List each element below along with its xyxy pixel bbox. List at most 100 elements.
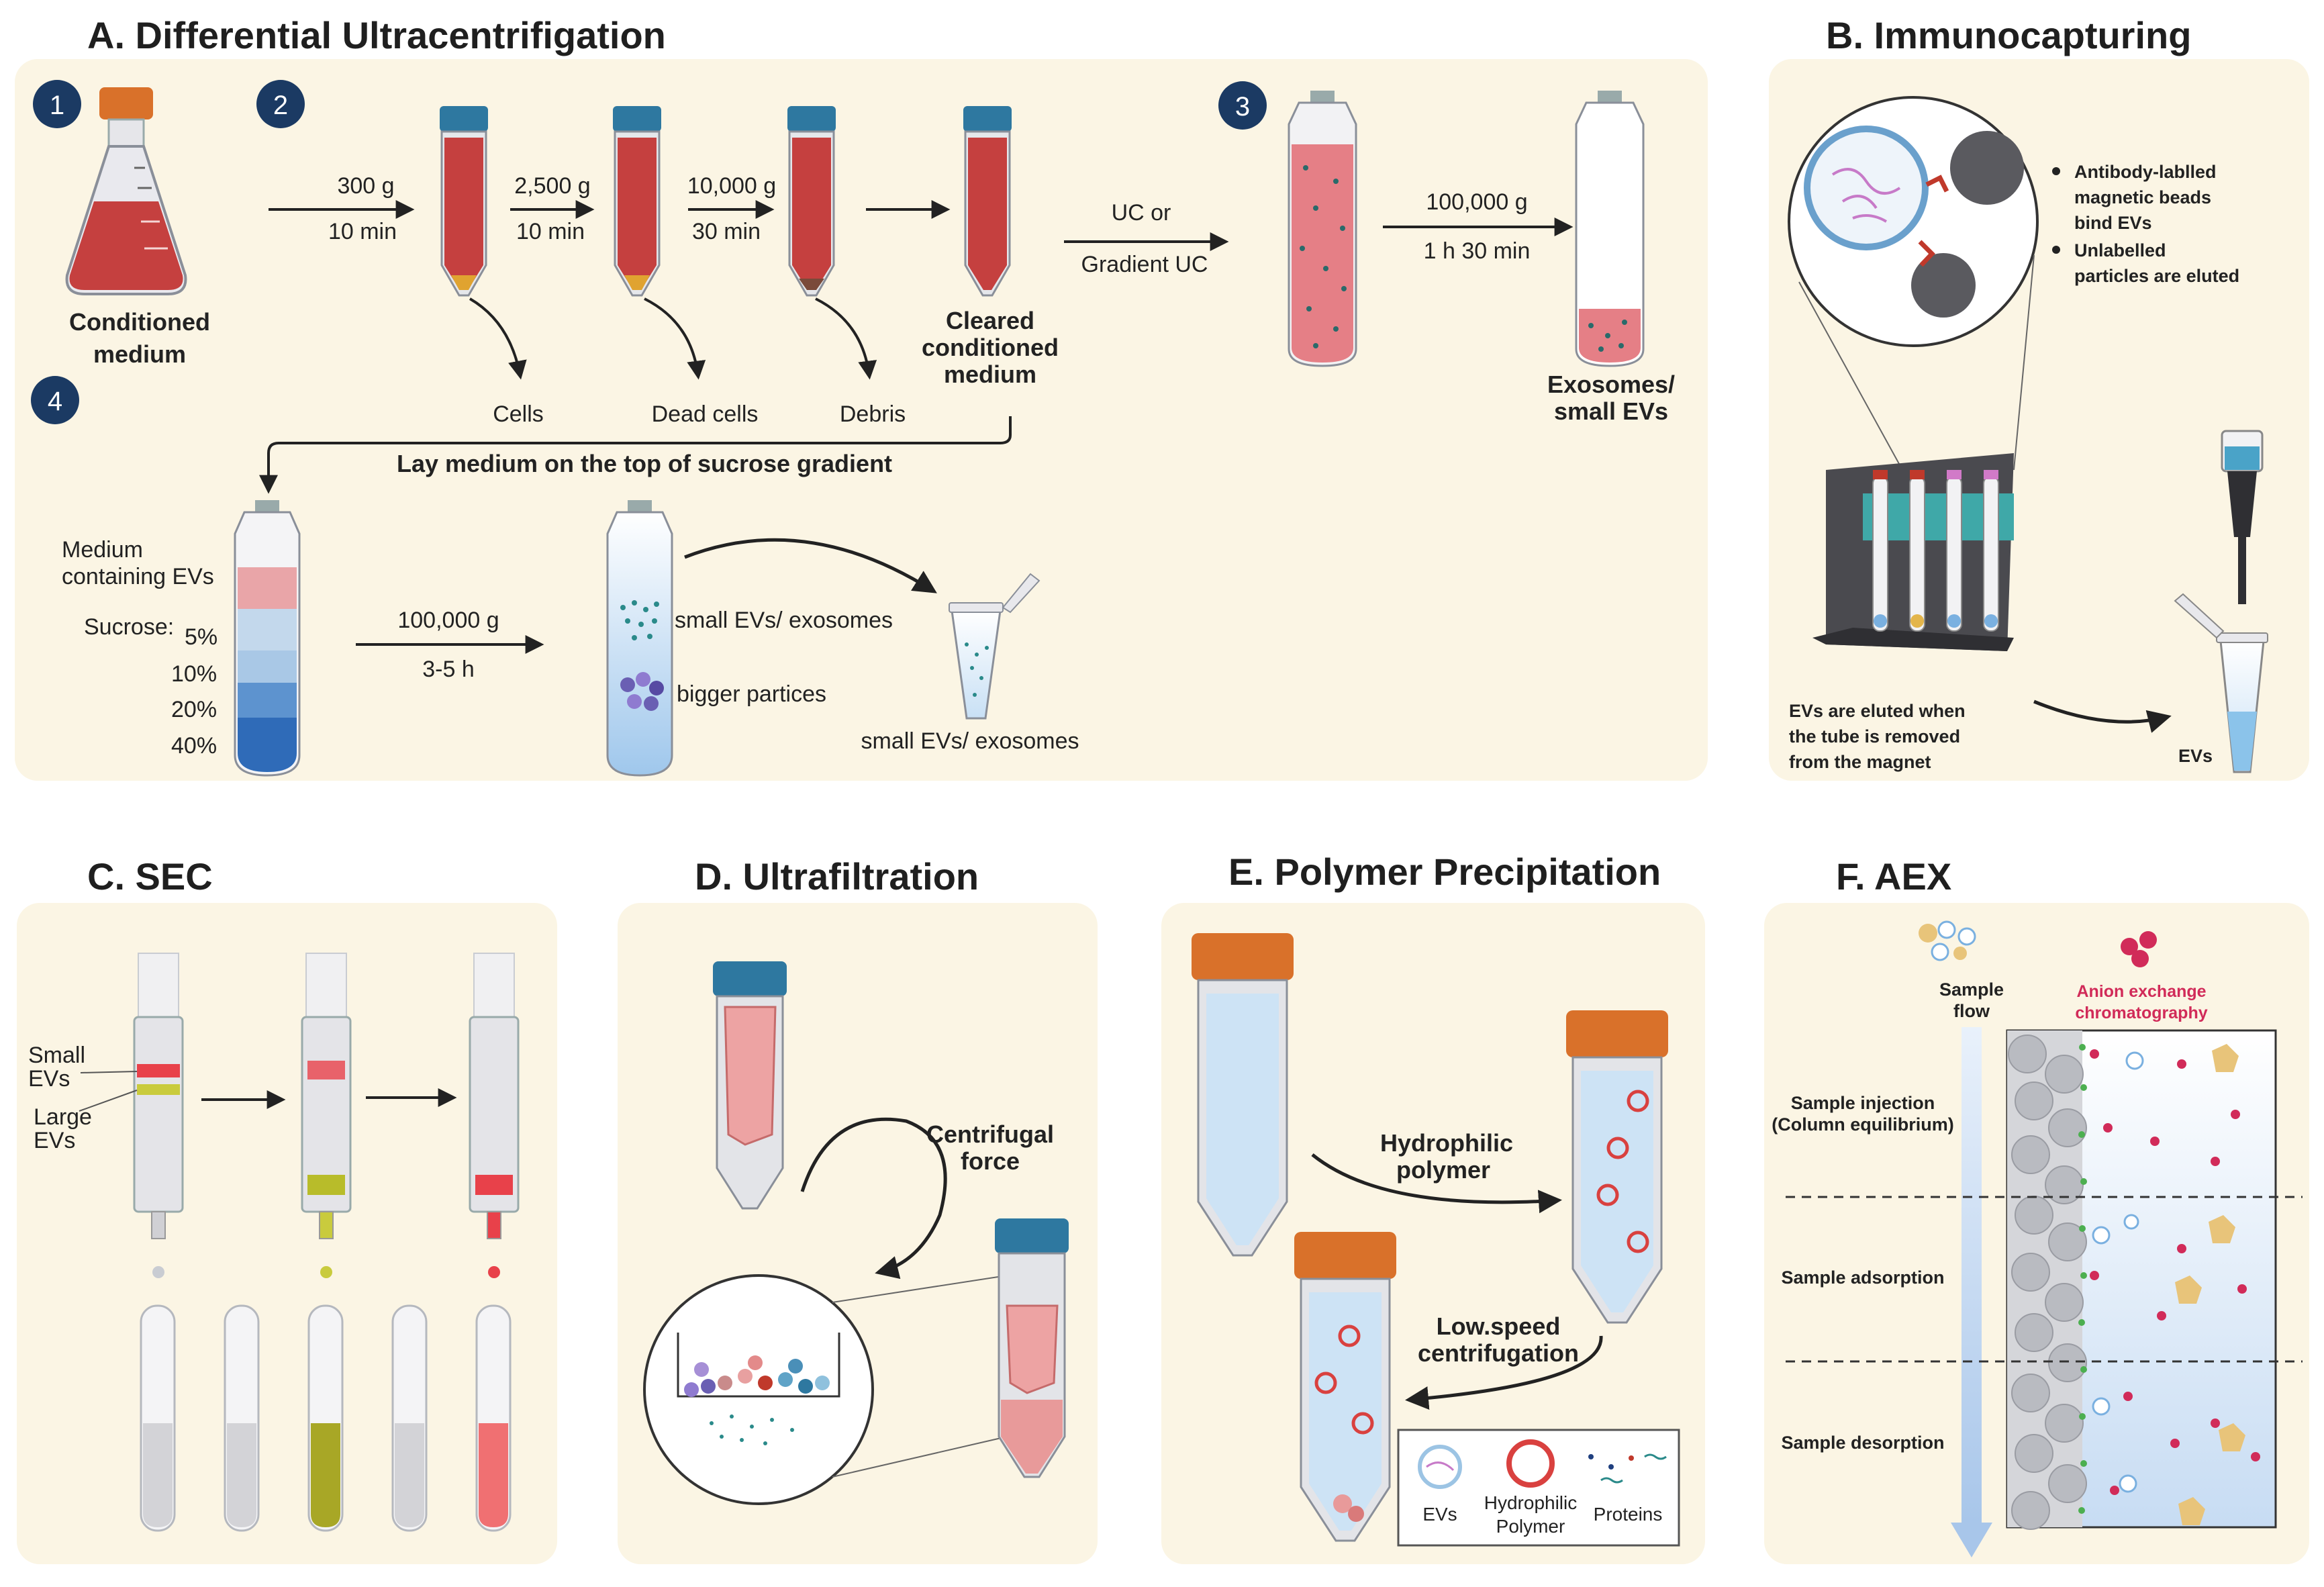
uc-option-1: UC or <box>1112 200 1171 226</box>
final-spin-g: 100,000 g <box>1426 189 1527 215</box>
centrifuge-tube-2 <box>613 106 661 297</box>
pellet-label-debris: Debris <box>840 401 906 427</box>
aex-resin-beads <box>2007 1030 2087 1530</box>
stage-injection-1: Sample injection <box>1791 1093 1935 1113</box>
small-evs-label-1: Small <box>28 1043 85 1068</box>
large-evs-label-1: Large <box>34 1104 92 1130</box>
sec-column-3 <box>469 953 520 1278</box>
sucrose-label: Sucrose: <box>84 614 174 640</box>
step-4-badge: 4 <box>31 376 79 424</box>
spin-3-time: 30 min <box>692 219 761 244</box>
force-label-2: force <box>961 1147 1020 1175</box>
centrifuge-tube-3 <box>787 106 836 297</box>
spin-1-g: 300 g <box>337 173 394 199</box>
step-2-number: 2 <box>273 91 288 120</box>
panel-e-title: E. Polymer Precipitation <box>1228 851 1661 893</box>
bullet-2-line-2: particles are eluted <box>2074 266 2239 286</box>
lowspeed-label-1: Low.speed <box>1437 1312 1561 1340</box>
filtration-zoom <box>643 1274 1008 1505</box>
aex-label-2: chromatography <box>2075 1004 2207 1022</box>
polymer-tube-3 <box>1294 1232 1396 1542</box>
step-4-number: 4 <box>48 387 62 416</box>
exosomes-label-2: small EVs <box>1554 397 1668 425</box>
cleared-medium-label-2: conditioned <box>922 334 1059 361</box>
legend-polymer-2: Polymer <box>1496 1516 1565 1537</box>
bullet-1-line-1: Antibody-lablled <box>2074 162 2217 182</box>
flow-arrow-head <box>1951 1523 1992 1557</box>
small-evs-pointer <box>80 1071 138 1073</box>
flow-arrow-shaft <box>1962 1027 1982 1524</box>
bullet-2 <box>2052 246 2060 254</box>
sample-flow-label-1: Sample <box>1939 979 2004 1000</box>
panel-a-background <box>15 59 1708 781</box>
aex-label-1: Anion exchange <box>2076 982 2206 1001</box>
stage-injection-2: (Column equilibrium) <box>1772 1114 1953 1135</box>
panel-c-title: C. SEC <box>87 855 213 898</box>
centrifuge-tube-1 <box>440 106 488 297</box>
lowspeed-label-2: centrifugation <box>1418 1339 1579 1367</box>
pellet-arrow-cells <box>469 297 527 380</box>
ultracentrifuge-tube-red <box>1288 91 1357 367</box>
medium-evs-label-2: containing EVs <box>62 564 214 589</box>
sucrose-10: 10% <box>171 661 217 687</box>
eluted-line-3: from the magnet <box>1789 752 1931 772</box>
hydrophilic-arrow <box>1311 1153 1562 1214</box>
step-3-number: 3 <box>1235 92 1250 122</box>
panel-a-title: A. Differential Ultracentrifigation <box>87 14 666 56</box>
polymer-tube-1 <box>1192 933 1294 1257</box>
immunocapture-zoom <box>1788 96 2039 484</box>
step-3-badge: 3 <box>1218 81 1267 130</box>
panel-d-title: D. Ultrafiltration <box>695 855 979 898</box>
legend-evs: EVs <box>1422 1504 1457 1525</box>
final-spin-time: 1 h 30 min <box>1424 238 1531 264</box>
sample-flow-icon <box>1919 920 1976 961</box>
spin-1-time: 10 min <box>328 219 397 244</box>
hydrophilic-label-2: polymer <box>1396 1156 1490 1184</box>
sucrose-5: 5% <box>185 624 217 650</box>
bullet-1-line-3: bind EVs <box>2074 213 2152 233</box>
sample-flow-label-2: flow <box>1953 1001 1990 1021</box>
large-evs-pointer <box>79 1090 138 1112</box>
lay-medium-label: Lay medium on the top of sucrose gradien… <box>397 450 892 477</box>
fraction-bigger: bigger partices <box>677 681 826 707</box>
evs-label-b: EVs <box>2178 746 2213 766</box>
pellet-arrow-dead-cells <box>644 297 706 380</box>
gradient-spin-g: 100,000 g <box>397 608 499 633</box>
eluted-line-1: EVs are eluted when <box>1789 701 1966 721</box>
aex-particles <box>2090 1044 2260 1525</box>
sucrose-40: 40% <box>171 733 217 759</box>
gradient-spin-time: 3-5 h <box>422 657 475 682</box>
pellet-arrow-debris <box>815 297 877 380</box>
hydrophilic-label-1: Hydrophilic <box>1380 1129 1513 1157</box>
ultrafiltration-tube-bottom <box>995 1218 1069 1478</box>
eluted-line-2: the tube is removed <box>1789 726 1960 747</box>
cleared-medium-label-1: Cleared <box>946 307 1034 334</box>
spin-2-g: 2,500 g <box>514 173 590 199</box>
step-1-number: 1 <box>50 91 64 120</box>
cleared-medium-label-3: medium <box>944 360 1036 388</box>
elution-column <box>2174 430 2268 773</box>
sucrose-20: 20% <box>171 697 217 722</box>
small-evs-label-2: EVs <box>28 1066 70 1092</box>
spin-2-time: 10 min <box>516 219 585 244</box>
anion-icon <box>2121 931 2157 967</box>
separated-gradient-tube <box>606 500 673 777</box>
lay-medium-arrow <box>259 416 1012 494</box>
legend-proteins: Proteins <box>1594 1504 1663 1525</box>
legend-polymer-1: Hydrophilic <box>1484 1492 1578 1513</box>
force-label-1: Centrifugal <box>926 1120 1054 1148</box>
medium-evs-label-1: Medium <box>62 537 143 563</box>
bullet-1-line-2: magnetic beads <box>2074 187 2211 207</box>
centrifugal-force-arrow <box>800 1117 947 1280</box>
sec-collection-tubes <box>140 1304 512 1532</box>
polymer-legend <box>1397 1429 1680 1547</box>
panel-e-background <box>1161 903 1705 1564</box>
ultracentrifuge-tube-pellet <box>1575 91 1645 367</box>
lowspeed-arrow <box>1405 1335 1603 1410</box>
polymer-tube-2 <box>1566 1010 1668 1324</box>
bullet-1 <box>2052 167 2060 175</box>
step-1-badge: 1 <box>33 80 81 128</box>
fraction-small-evs: small EVs/ exosomes <box>675 608 893 633</box>
collect-arrow <box>684 538 937 593</box>
